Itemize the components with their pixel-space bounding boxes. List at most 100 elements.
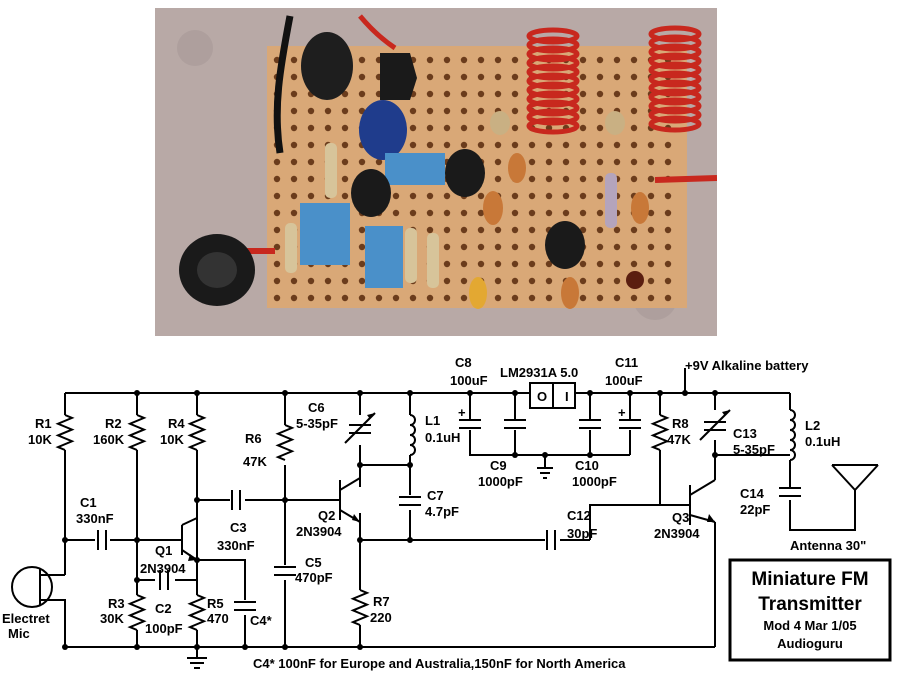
svg-text:47K: 47K xyxy=(667,432,691,447)
power-label: +9V Alkaline battery xyxy=(685,358,809,373)
title-box xyxy=(728,558,892,662)
svg-text:330nF: 330nF xyxy=(76,511,114,526)
capacitor-c13 xyxy=(699,409,731,441)
capacitor-c8: + xyxy=(458,405,481,429)
junction-dot xyxy=(282,497,288,503)
ceramic-capacitor-1 xyxy=(483,191,503,225)
capacitor-c12 xyxy=(546,530,556,550)
resistor-r4 xyxy=(187,414,207,451)
svg-text:Q2: Q2 xyxy=(318,508,335,523)
box-capacitor-1 xyxy=(385,153,445,185)
regulator-name: LM2931A 5.0 xyxy=(500,365,578,380)
junction-dot xyxy=(134,577,140,583)
junction-dot xyxy=(134,390,140,396)
svg-text:47K: 47K xyxy=(243,454,267,469)
svg-text:C12: C12 xyxy=(567,508,591,523)
svg-text:30pF: 30pF xyxy=(567,526,597,541)
svg-text:0.1uH: 0.1uH xyxy=(425,430,460,445)
junction-dot xyxy=(542,452,548,458)
transistor-2 xyxy=(445,149,485,197)
svg-text:2N3904: 2N3904 xyxy=(140,561,186,576)
junction-dot xyxy=(682,390,688,396)
capacitor-c3 xyxy=(231,490,241,510)
svg-text:0.1uH: 0.1uH xyxy=(805,434,840,449)
svg-text:C11: C11 xyxy=(615,355,638,370)
mic-wire xyxy=(245,248,275,254)
resistor-2 xyxy=(285,223,297,273)
title-line-3: Mod 4 Mar 1/05 xyxy=(763,618,856,633)
mic-label-2: Mic xyxy=(8,626,30,641)
junction-dot xyxy=(467,390,473,396)
resistor-r2 xyxy=(127,414,147,451)
svg-text:2N3904: 2N3904 xyxy=(654,526,700,541)
resistor-4 xyxy=(427,233,439,288)
title-line-1: Miniature FM xyxy=(751,569,868,590)
junction-dot xyxy=(242,644,248,650)
ceramic-capacitor-3 xyxy=(631,192,649,224)
junction-dot xyxy=(587,452,593,458)
transistor-3 xyxy=(545,221,585,269)
regulator-in-pin: I xyxy=(565,389,569,404)
capacitor-c5 xyxy=(274,566,296,576)
junction-dot xyxy=(134,644,140,650)
svg-text:5-35pF: 5-35pF xyxy=(733,442,775,457)
ceramic-capacitor-4 xyxy=(561,277,579,309)
footnote: C4* 100nF for Europe and Australia,150nF… xyxy=(253,656,626,671)
svg-text:C13: C13 xyxy=(733,426,757,441)
svg-text:+: + xyxy=(458,405,466,420)
black-wire xyxy=(273,15,294,154)
transistor-q3 xyxy=(689,479,716,523)
junction-dot xyxy=(194,497,200,503)
label-c7: C74.7pF xyxy=(425,488,459,519)
svg-text:R8: R8 xyxy=(672,416,689,431)
svg-text:R5: R5 xyxy=(207,596,224,611)
svg-text:2N3904: 2N3904 xyxy=(296,524,342,539)
svg-text:C7: C7 xyxy=(427,488,444,503)
transistor-1 xyxy=(351,169,391,217)
resistor-r5 xyxy=(187,594,207,631)
ground-symbol-regulator xyxy=(537,467,553,479)
junction-dot xyxy=(62,644,68,650)
antenna-symbol xyxy=(831,464,879,491)
svg-text:22pF: 22pF xyxy=(740,502,770,517)
junction-dot xyxy=(357,390,363,396)
red-wire-right xyxy=(654,175,717,183)
svg-text:R7: R7 xyxy=(373,594,390,609)
title-line-2: Transmitter xyxy=(758,594,862,615)
svg-text:10K: 10K xyxy=(160,432,184,447)
junction-dot xyxy=(62,537,68,543)
label-c12: C12 30pF xyxy=(567,508,597,541)
junction-dot xyxy=(512,452,518,458)
junction-dots xyxy=(62,390,718,650)
svg-text:100pF: 100pF xyxy=(145,621,183,636)
circuit-board-photo xyxy=(155,8,717,336)
capacitor-c1 xyxy=(97,530,107,550)
svg-text:C3: C3 xyxy=(230,520,247,535)
red-wire-top xyxy=(358,14,397,51)
resistor-r8 xyxy=(650,414,670,451)
ceramic-capacitor-5 xyxy=(469,277,487,309)
junction-dot xyxy=(512,390,518,396)
svg-text:L1: L1 xyxy=(425,413,440,428)
transistor-q1 xyxy=(181,517,198,561)
svg-text:C8: C8 xyxy=(455,355,472,370)
regulator-out-pin: O xyxy=(537,389,547,404)
svg-text:C4*: C4* xyxy=(250,613,273,628)
ceramic-capacitor-2 xyxy=(508,153,526,183)
capacitor-c11: + xyxy=(618,405,641,429)
label-c4: C4* xyxy=(250,613,273,628)
capacitor-c14 xyxy=(779,487,801,497)
